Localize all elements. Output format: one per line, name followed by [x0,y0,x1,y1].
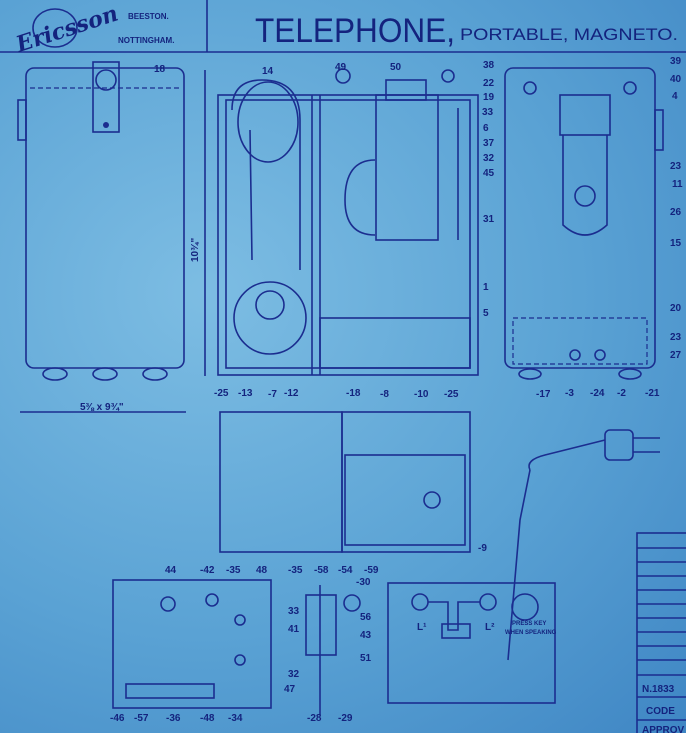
callout: 11 [672,179,683,190]
title-block [636,532,686,733]
callout: -35 [226,565,241,576]
callout: -17 [536,389,551,400]
callout: -8 [380,389,389,400]
case-front-view [17,61,206,413]
callout: 37 [483,138,495,149]
callout: -25 [444,389,459,400]
address-line-2: NOTTINGHAM. [118,36,174,45]
callout: -54 [338,565,353,576]
callout: 4 [672,91,678,102]
front-panels [219,411,471,553]
address-line-1: BEESTON. [128,12,169,21]
callout: 23 [670,332,682,343]
callout: 41 [288,624,300,635]
press-key-label-1: PRESS KEY [512,621,546,627]
callout: 14 [262,66,274,77]
callout: 32 [288,669,300,680]
callout: -58 [314,565,329,576]
callout: -30 [356,577,371,588]
callout: -28 [307,713,322,724]
callout: 44 [165,565,177,576]
callout: -10 [414,389,429,400]
callout: -29 [338,713,353,724]
callout: -46 [110,713,125,724]
drawing-title: TELEPHONE, [255,12,455,50]
callout: 18 [154,64,166,75]
callout: -9 [478,543,487,554]
key-panel-view [112,579,361,715]
drawing-subtitle: PORTABLE, MAGNETO. [460,25,678,44]
callout: 31 [483,214,495,225]
drawing-number: N.1833 [642,684,675,695]
callout: -12 [284,388,299,399]
callout: -59 [364,565,379,576]
callout: 23 [670,161,682,172]
callout: 45 [483,168,495,179]
callout: -57 [134,713,149,724]
case-rear-view [504,67,664,380]
callout: -42 [200,565,215,576]
callout: 48 [256,565,268,576]
callout: -25 [214,388,229,399]
callout: 33 [288,606,300,617]
callout: 40 [670,74,682,85]
callout: 33 [482,107,494,118]
callout: -35 [288,565,303,576]
code-label: CODE [646,706,675,717]
callout: -24 [590,388,605,399]
callout: -21 [645,388,660,399]
terminal-l2-label: L² [485,622,495,633]
callout: 56 [360,612,372,623]
callout: -3 [565,388,574,399]
cord-and-plug [507,429,660,661]
callout: 6 [483,123,489,134]
callout: 47 [284,684,296,695]
ericsson-logo: Ericsson [12,1,121,59]
callout: -13 [238,388,253,399]
terminal-l1-label: L¹ [417,622,427,633]
callout: -7 [268,389,277,400]
callout: -48 [200,713,215,724]
part-callouts: 18 14 49 50 38 22 19 6 37 32 45 31 1 5 -… [110,56,683,724]
callout: 27 [670,350,682,361]
callout: 1 [483,282,489,293]
callout: -2 [617,388,626,399]
callout: 43 [360,630,372,641]
callout: 22 [483,78,495,89]
base-dimension: 5⅜ x 9¾" [80,402,124,413]
callout: 19 [483,92,495,103]
callout: 39 [670,56,682,67]
callout: 38 [483,60,495,71]
callout: -36 [166,713,181,724]
press-key-label-2: WHEN SPEAKING [505,630,557,636]
height-dimension: 10¾" [190,238,201,262]
callout: -18 [346,388,361,399]
callout: 20 [670,303,682,314]
approved-label: APPROV [642,725,685,733]
callout: 5 [483,308,489,319]
callout: 50 [390,62,402,73]
terminal-panel-view [387,582,556,704]
svg-text:Ericsson: Ericsson [12,1,121,59]
callout: 51 [360,653,372,664]
callout: 32 [483,153,495,164]
callout: 26 [670,207,682,218]
callout: 15 [670,238,682,249]
header-frame [0,0,686,53]
callout: -34 [228,713,243,724]
case-section-view [217,68,479,376]
callout: 49 [335,62,347,73]
